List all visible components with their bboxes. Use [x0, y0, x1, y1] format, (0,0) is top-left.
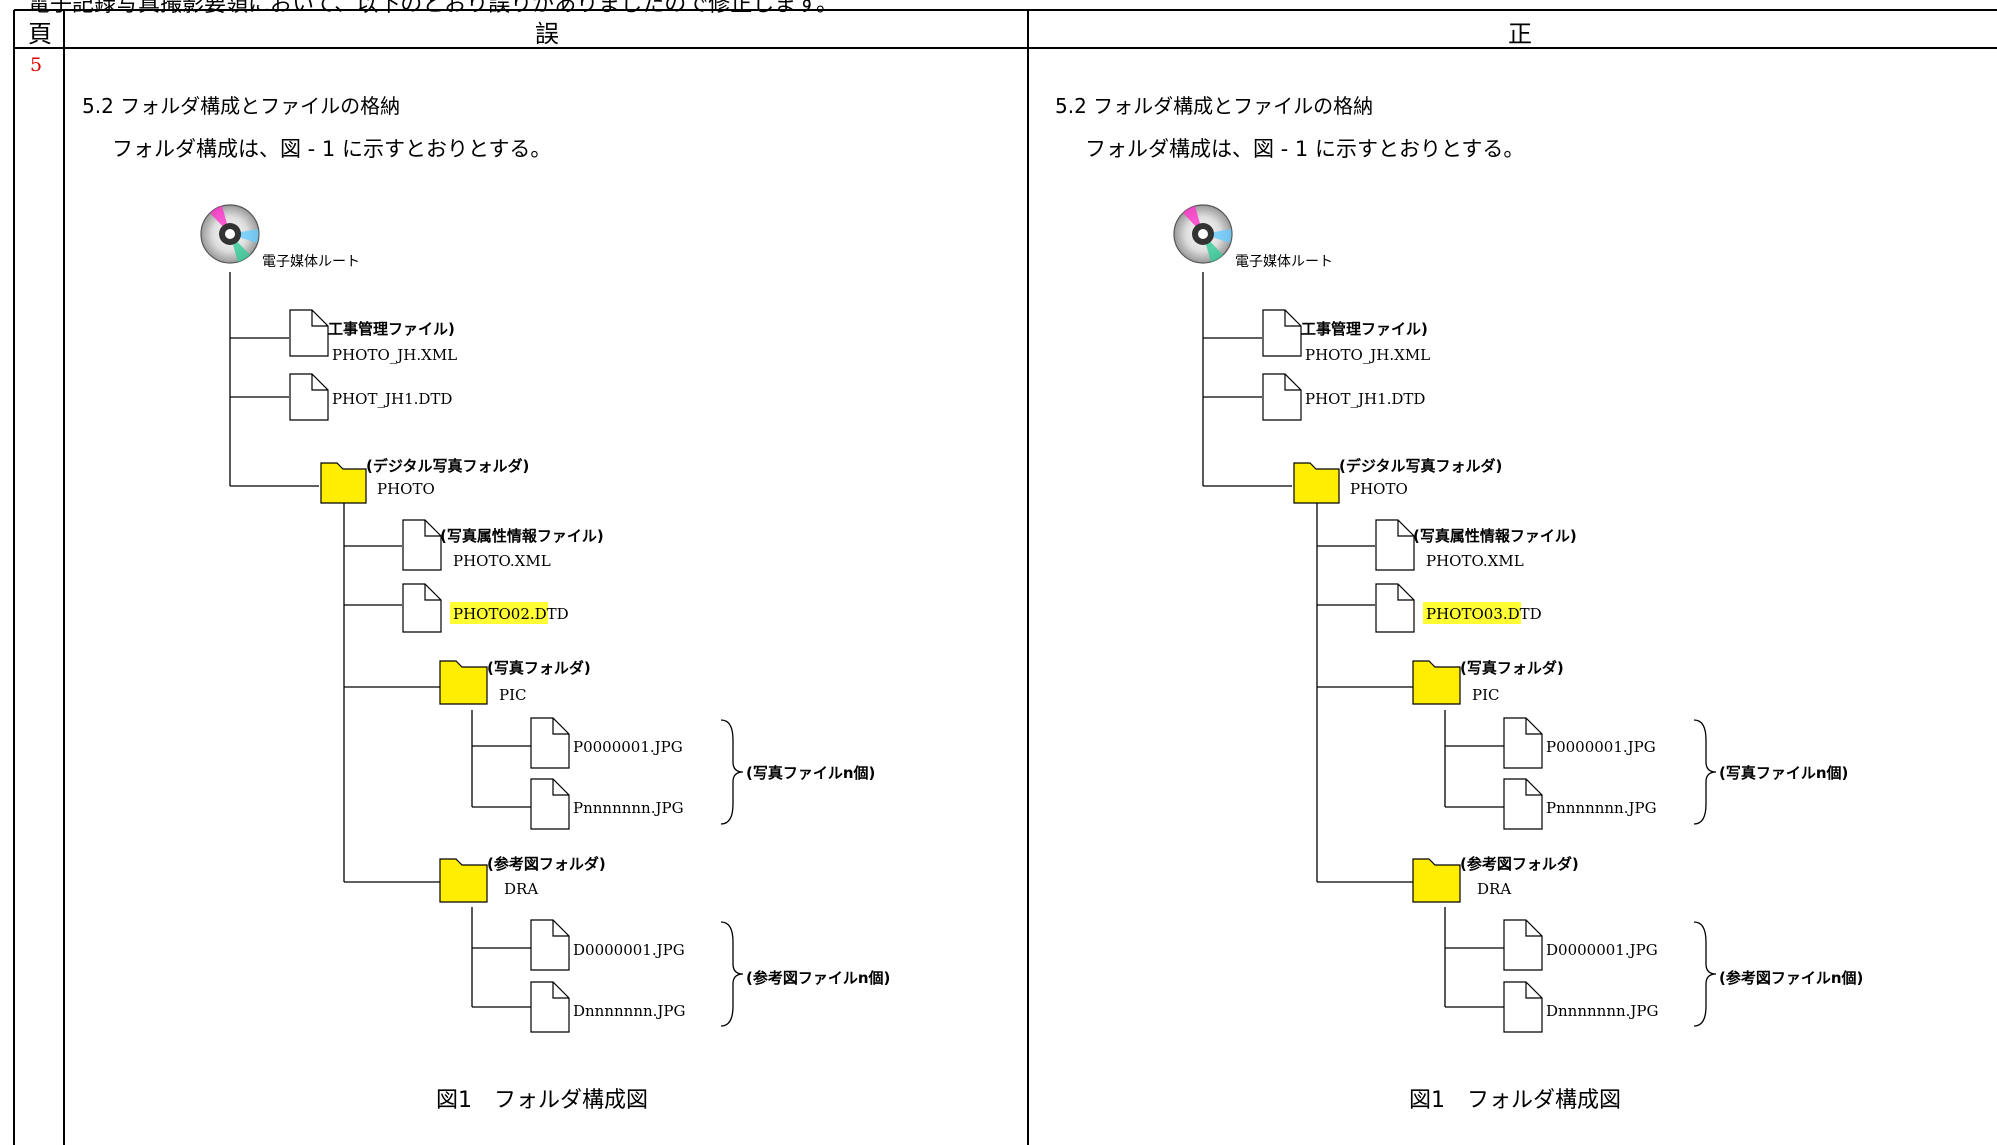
cd-icon	[200, 204, 260, 264]
file-icon	[289, 373, 329, 421]
dra-last-file: Dnnnnnnn.JPG	[573, 1002, 686, 1020]
folder-icon	[1412, 660, 1461, 705]
cd-icon	[1173, 204, 1233, 264]
attr-file-label: (写真属性情報ファイル)	[1413, 527, 1577, 545]
file-icon	[1262, 373, 1302, 421]
folder-icon	[1412, 858, 1461, 903]
file-icon	[402, 519, 442, 571]
file-icon	[1375, 583, 1415, 633]
column-header-wrong: 誤	[535, 20, 559, 48]
photo-dtd-file-name: PHOTO03.DTD	[1426, 605, 1542, 623]
panel-wrong: 5.2 フォルダ構成とファイルの格納 フォルダ構成は、図 - 1 に示すとおりと…	[64, 0, 1024, 1145]
mgmt-file-name: PHOTO_JH.XML	[1305, 346, 1430, 364]
root-label: 電子媒体ルート	[1235, 254, 1333, 270]
file-icon	[402, 583, 442, 633]
folder-icon	[439, 660, 488, 705]
page-number: 5	[30, 54, 43, 76]
photo-folder-name: PHOTO	[1350, 480, 1408, 498]
pic-folder-label: (写真フォルダ)	[487, 659, 591, 677]
file-icon	[530, 778, 570, 830]
file-icon	[1503, 919, 1543, 971]
folder-icon	[439, 858, 488, 903]
photo-dtd-file-name: PHOTO02.DTD	[453, 605, 569, 623]
dra-folder-label: (参考図フォルダ)	[1460, 855, 1579, 873]
column-header-correct: 正	[1508, 20, 1532, 48]
dra-first-file: D0000001.JPG	[573, 941, 685, 959]
section-title: 5.2 フォルダ構成とファイルの格納	[1055, 94, 1374, 118]
mgmt-file-name: PHOTO_JH.XML	[332, 346, 457, 364]
folder-tree-diagram: 電子媒体ルート 工事管理ファイル) PHOTO_JH.XML PHOT_JH1.…	[200, 204, 890, 1033]
folder-icon	[1293, 462, 1340, 504]
section-description: フォルダ構成は、図 - 1 に示すとおりとする。	[112, 137, 552, 161]
file-icon	[1503, 981, 1543, 1033]
dra-group-label: (参考図ファイルn個)	[746, 969, 890, 987]
section-description: フォルダ構成は、図 - 1 に示すとおりとする。	[1085, 137, 1525, 161]
dra-group-label: (参考図ファイルn個)	[1719, 969, 1863, 987]
attr-file-label: (写真属性情報ファイル)	[440, 527, 604, 545]
pic-first-file: P0000001.JPG	[1546, 738, 1656, 756]
root-label: 電子媒体ルート	[262, 254, 360, 270]
pic-folder-label: (写真フォルダ)	[1460, 659, 1564, 677]
pic-group-label: (写真ファイルn個)	[1719, 764, 1848, 782]
dra-folder-name: DRA	[504, 880, 538, 898]
file-icon	[1503, 778, 1543, 830]
header-note: 電子記録写真撮影要領において、以下のとおり誤りがありましたので修正します。	[28, 0, 839, 17]
pic-folder-name: PIC	[499, 686, 527, 704]
pic-group-label: (写真ファイルn個)	[746, 764, 875, 782]
file-icon	[530, 717, 570, 769]
photo-folder-label: (デジタル写真フォルダ)	[366, 457, 529, 475]
file-icon	[1262, 309, 1302, 357]
file-icon	[530, 981, 570, 1033]
figure-caption: 図1 フォルダ構成図	[1409, 1088, 1621, 1113]
dtd-file-name: PHOT_JH1.DTD	[1305, 390, 1425, 408]
mgmt-file-label: 工事管理ファイル)	[328, 320, 455, 338]
panel-correct: 5.2 フォルダ構成とファイルの格納 フォルダ構成は、図 - 1 に示すとおりと…	[1037, 0, 1997, 1145]
mgmt-file-label: 工事管理ファイル)	[1301, 320, 1428, 338]
file-icon	[530, 919, 570, 971]
pic-last-file: Pnnnnnnn.JPG	[1546, 799, 1657, 817]
photo-folder-label: (デジタル写真フォルダ)	[1339, 457, 1502, 475]
highlight-marker	[1423, 602, 1521, 624]
file-icon	[1503, 717, 1543, 769]
pic-first-file: P0000001.JPG	[573, 738, 683, 756]
pic-last-file: Pnnnnnnn.JPG	[573, 799, 684, 817]
highlight-marker	[450, 602, 548, 624]
dra-last-file: Dnnnnnnn.JPG	[1546, 1002, 1659, 1020]
pic-folder-name: PIC	[1472, 686, 1500, 704]
folder-tree-diagram: 電子媒体ルート 工事管理ファイル) PHOTO_JH.XML PHOT_JH1.…	[1173, 204, 1863, 1033]
dtd-file-name: PHOT_JH1.DTD	[332, 390, 452, 408]
attr-file-name: PHOTO.XML	[453, 552, 551, 570]
dra-folder-name: DRA	[1477, 880, 1511, 898]
attr-file-name: PHOTO.XML	[1426, 552, 1524, 570]
section-title: 5.2 フォルダ構成とファイルの格納	[82, 94, 401, 118]
figure-caption: 図1 フォルダ構成図	[436, 1088, 648, 1113]
dra-first-file: D0000001.JPG	[1546, 941, 1658, 959]
folder-icon	[320, 462, 367, 504]
dra-folder-label: (参考図フォルダ)	[487, 855, 606, 873]
file-icon	[289, 309, 329, 357]
photo-folder-name: PHOTO	[377, 480, 435, 498]
file-icon	[1375, 519, 1415, 571]
column-header-page: 頁	[28, 20, 52, 48]
